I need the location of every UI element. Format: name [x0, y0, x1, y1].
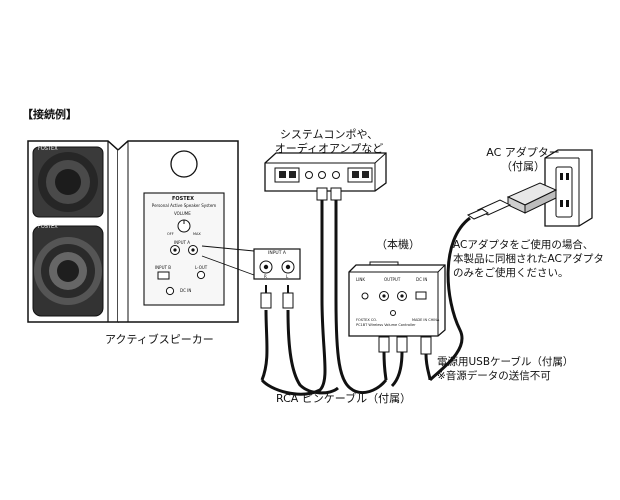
usb-caption-line1: 電源用USBケーブル（付属）	[437, 356, 574, 368]
adapter-notes: ACアダプタをご使用の場合、 本製品に同梱されたACアダプタ のみをご使用くださ…	[453, 238, 604, 280]
unit-model-sub: PC1BT Wireless Volume Controller	[356, 323, 416, 327]
unit-caption: （本機）	[376, 238, 420, 251]
zoom-r-label: R	[264, 274, 267, 279]
adapter-caption-line2: （付属）	[501, 160, 545, 173]
main-unit	[348, 261, 446, 337]
adapter-note-line3: のみをご使用ください。	[453, 267, 569, 279]
front-brand-logo: FOSTEX	[38, 146, 58, 152]
front-brand-logo-lower: FOSTEX	[38, 224, 58, 230]
adapter-caption-line1: AC アダプター	[486, 146, 560, 159]
panel-title: Personal Active Speaker System	[151, 203, 217, 208]
panel-input-b: INPUT B	[155, 265, 171, 270]
unit-output-label: OUTPUT	[384, 277, 401, 282]
source-caption: システムコンポや、 オーディオアンプなど	[259, 128, 399, 156]
usb-cable-caption: 電源用USBケーブル（付属） ※音源データの送信不可	[437, 355, 573, 383]
unit-dc-in-label: DC IN	[416, 277, 428, 282]
unit-link-label: LINK	[356, 277, 366, 282]
adapter-note-line1: ACアダプタをご使用の場合、	[453, 239, 594, 251]
section-label: 【接続例】	[22, 108, 77, 121]
zoom-input-a-label: INPUT A	[268, 251, 286, 256]
panel-l-out: L-OUT	[195, 265, 208, 270]
unit-model-text: FOSTEX CO.	[356, 318, 378, 322]
speaker-front	[27, 140, 119, 323]
panel-brand: FOSTEX	[172, 196, 194, 202]
panel-volume-label: VOLUME	[174, 211, 191, 216]
unit-made-in: MADE IN CHINA	[412, 318, 440, 322]
adapter-note-line2: 本製品に同梱されたACアダプタ	[453, 253, 604, 265]
usb-caption-line2: ※音源データの送信不可	[437, 370, 551, 382]
source-device	[264, 152, 387, 192]
source-caption-line2: オーディオアンプなど	[274, 142, 384, 155]
adapter-caption: AC アダプター （付属）	[468, 146, 578, 174]
speaker-back	[117, 140, 255, 323]
source-caption-line1: システムコンポや、	[279, 128, 379, 141]
input-a-zoom	[253, 248, 301, 280]
zoom-l-label: L	[286, 274, 289, 279]
panel-volume-min: OFF	[167, 232, 174, 236]
rca-cable-caption: RCA ピンケーブル（付属）	[276, 392, 412, 405]
speaker-caption: アクティブスピーカー	[105, 333, 214, 346]
ac-adapter	[428, 149, 593, 382]
rca-cables	[260, 187, 432, 396]
panel-input-a: INPUT A	[174, 240, 190, 245]
panel-volume-max: MAX	[193, 232, 201, 236]
panel-dc-in: DC IN	[180, 288, 192, 293]
